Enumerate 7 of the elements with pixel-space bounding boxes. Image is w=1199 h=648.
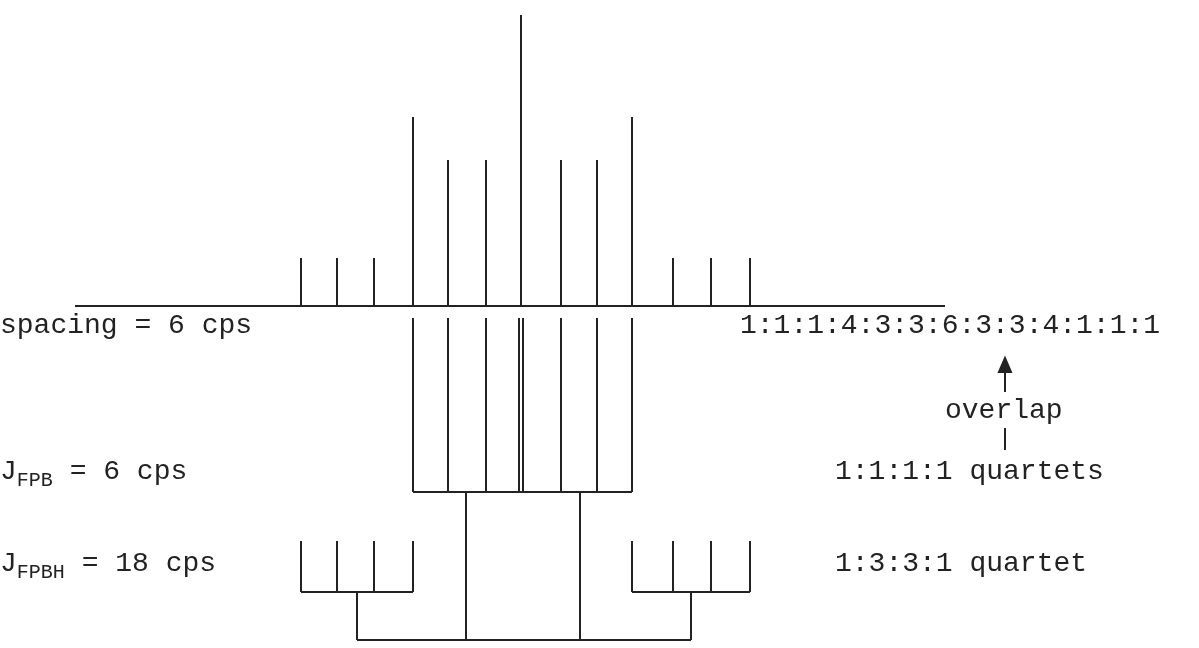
- multiplet-label: 1:1:1:1 quartets: [835, 458, 1104, 486]
- coupling-constant-label: J$_{FPB}$ = 6 cps: [0, 458, 188, 491]
- intensity-ratio-label: 1:1:1:4:3:3:6:3:3:4:1:1:1: [740, 312, 1161, 340]
- coupling-constant-label: J$_{FPBH}$ = 18 cps: [0, 550, 217, 583]
- multiplet-label: 1:3:3:1 quartet: [835, 550, 1088, 578]
- spacing-label: spacing = 6 cps: [0, 312, 253, 340]
- overlap-label: overlap: [945, 397, 1063, 425]
